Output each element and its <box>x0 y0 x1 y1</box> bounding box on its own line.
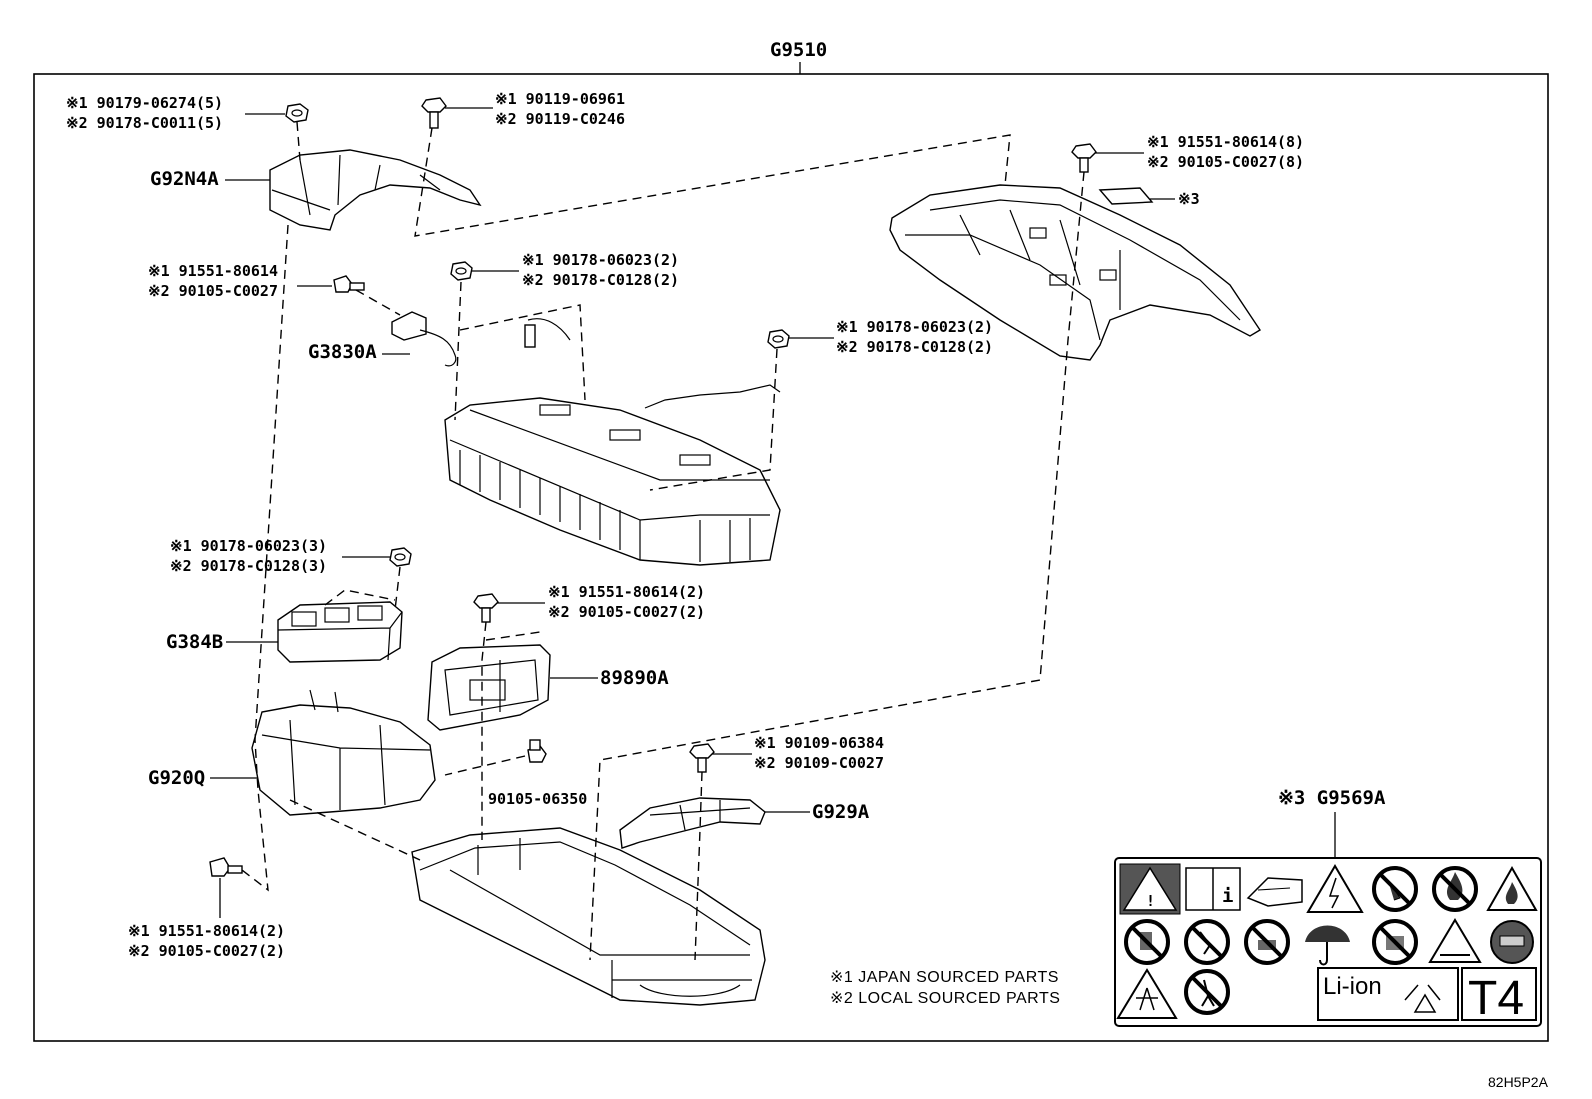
svg-text:G929A: G929A <box>812 801 870 823</box>
svg-text:※2 90178-C0011(5): ※2 90178-C0011(5) <box>66 114 223 132</box>
t4-box <box>1461 967 1537 1021</box>
svg-text:G384B: G384B <box>166 631 223 653</box>
bus-bar-wire <box>644 384 781 409</box>
liion-label: Li-ion <box>1323 973 1382 1000</box>
callout-c10: ※1 91551-80614(2) ※2 90105-C0027(2) <box>128 878 285 960</box>
svg-text:※1 91551-80614(2): ※1 91551-80614(2) <box>128 922 285 940</box>
callout-c7: ※1 90178-06023(3) ※2 90178-C0128(3) <box>170 537 390 575</box>
svg-text:※1 91551-80614: ※1 91551-80614 <box>148 262 278 280</box>
svg-text:※1 91551-80614(8): ※1 91551-80614(8) <box>1147 133 1304 151</box>
callout-c3: ※1 91551-80614(8) ※2 90105-C0027(8) <box>1095 133 1304 171</box>
bolt-icon <box>421 97 447 129</box>
svg-text:G3830A: G3830A <box>308 341 377 363</box>
warning-label-panel: ! i <box>1114 857 1542 1027</box>
part-g920q: G920Q <box>148 689 436 816</box>
callout-c9: ※1 90109-06384 ※2 90109-C0027 <box>712 734 884 772</box>
keep-dry-icon <box>1305 925 1350 966</box>
corrosive-icon <box>1428 918 1482 963</box>
svg-text:※2 90178-C0128(2): ※2 90178-C0128(2) <box>522 271 679 289</box>
no-step-icon <box>1184 919 1230 965</box>
callout-c12: ※3 <box>1098 187 1200 208</box>
svg-text:※1 90178-06023(2): ※1 90178-06023(2) <box>836 318 993 336</box>
no-disassemble-icon <box>1124 919 1170 965</box>
svg-text:G92N4A: G92N4A <box>150 168 219 190</box>
bolt-icon-c9 <box>689 743 715 773</box>
svg-text:※1 90109-06384: ※1 90109-06384 <box>754 734 884 752</box>
svg-text:※1 90178-06023(3): ※1 90178-06023(3) <box>170 537 327 555</box>
svg-text:※2 90109-C0027: ※2 90109-C0027 <box>754 754 884 772</box>
part-g3830a: G3830A <box>308 311 571 367</box>
svg-text:i: i <box>1222 885 1233 907</box>
svg-text:※2 90105-C0027(2): ※2 90105-C0027(2) <box>548 603 705 621</box>
high-voltage-icon <box>1306 864 1364 913</box>
svg-text:!: ! <box>1146 892 1155 910</box>
bolt-icon-c10 <box>209 857 243 877</box>
keep-children-away-icon <box>1184 969 1230 1015</box>
bolt-icon-c11 <box>527 739 547 763</box>
flammable-icon <box>1486 865 1538 911</box>
upper-battery-cover <box>889 184 1261 361</box>
svg-text:※2 90178-C0128(3): ※2 90178-C0128(3) <box>170 557 327 575</box>
callout-c2: ※1 90119-06961 ※2 90119-C0246 <box>445 90 625 128</box>
svg-text:※3 G9569A: ※3 G9569A <box>1278 787 1386 809</box>
no-crush-icon <box>1244 919 1290 965</box>
t4-label: T4 <box>1468 972 1524 1025</box>
part-g384b: G384B <box>166 601 403 663</box>
bolt-icon-c3 <box>1071 143 1097 173</box>
recycle-icon <box>1404 984 1441 1013</box>
part-89890a: 89890A <box>427 644 669 731</box>
flange-nut-icon <box>285 103 309 123</box>
svg-text:90105-06350: 90105-06350 <box>488 790 587 808</box>
no-touch-icon <box>1372 866 1418 912</box>
callout-c6: ※1 90178-06023(2) ※2 90178-C0128(2) <box>787 318 993 356</box>
svg-text:※2 90105-C0027(8): ※2 90105-C0027(8) <box>1147 153 1304 171</box>
callout-c8: ※1 91551-80614(2) ※2 90105-C0027(2) <box>495 583 705 621</box>
svg-text:※1 91551-80614(2): ※1 91551-80614(2) <box>548 583 705 601</box>
svg-text:※1 90119-06961: ※1 90119-06961 <box>495 90 625 108</box>
bolt-icon-c8 <box>473 593 499 623</box>
assembly-lines <box>241 121 1085 961</box>
legend-japan: ※1 JAPAN SOURCED PARTS <box>830 969 1059 986</box>
no-fire-icon <box>1432 866 1478 912</box>
svg-text:※2 90105-C0027(2): ※2 90105-C0027(2) <box>128 942 285 960</box>
callout-c5: ※1 90178-06023(2) ※2 90178-C0128(2) <box>470 251 679 289</box>
manual-book-icon: i <box>1185 867 1241 911</box>
read-manual-icon <box>1246 877 1303 907</box>
battery-tray <box>411 827 766 1006</box>
flange-nut-icon-c5 <box>450 261 473 281</box>
svg-text:※1 90179-06274(5): ※1 90179-06274(5) <box>66 94 223 112</box>
no-water-icon <box>1372 919 1418 965</box>
reference-code: 82H5P2A <box>1488 1074 1549 1090</box>
part-g929a: G929A <box>619 797 870 849</box>
part-g9569a: ※3 G9569A <box>1278 787 1386 858</box>
flange-nut-icon-c7 <box>389 547 412 567</box>
diagram-title: G9510 <box>770 39 827 61</box>
svg-text:89890A: 89890A <box>600 667 669 689</box>
svg-text:G920Q: G920Q <box>148 767 205 789</box>
protective-gear-icon <box>1490 920 1534 964</box>
explosive-icon <box>1116 968 1178 1019</box>
part-g92n4a: G92N4A <box>150 149 482 231</box>
svg-text:※2 90119-C0246: ※2 90119-C0246 <box>495 110 625 128</box>
flange-nut-icon-c6 <box>767 329 790 349</box>
svg-text:※3: ※3 <box>1178 190 1200 208</box>
legend-local: ※2 LOCAL SOURCED PARTS <box>830 990 1060 1007</box>
svg-text:※1 90178-06023(2): ※1 90178-06023(2) <box>522 251 679 269</box>
callout-c4: ※1 91551-80614 ※2 90105-C0027 <box>148 262 332 300</box>
battery-module <box>444 397 781 566</box>
svg-text:※2 90105-C0027: ※2 90105-C0027 <box>148 282 278 300</box>
bolt-icon-c4 <box>333 275 365 293</box>
svg-text:※2 90178-C0128(2): ※2 90178-C0128(2) <box>836 338 993 356</box>
diagram-frame <box>33 73 1549 1042</box>
callout-c1: ※1 90179-06274(5) ※2 90178-C0011(5) <box>66 94 285 132</box>
callout-c11: 90105-06350 <box>488 790 587 808</box>
